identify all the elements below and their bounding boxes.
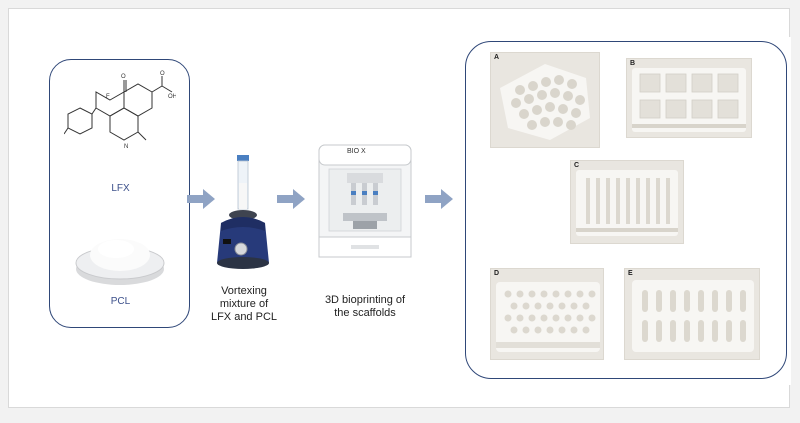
vortex-caption: Vortexing mixture of LFX and PCL [189, 285, 299, 324]
svg-text:F: F [106, 94, 110, 100]
slots-scaffold-icon [576, 170, 678, 236]
svg-text:OH: OH [168, 94, 176, 100]
arrow-icon [277, 189, 305, 209]
scaffold-letter: E [628, 270, 633, 277]
printer-caption: 3D bioprinting of the scaffolds [303, 294, 427, 320]
materials-panel: O O OH F N LFX PCL [49, 59, 190, 328]
scaffold-letter: C [574, 162, 580, 169]
lfx-molecule-icon: O O OH F N [64, 71, 176, 150]
arrow-icon [187, 189, 215, 209]
wells-scaffold-icon [632, 68, 746, 132]
scaffold-letter: D [494, 270, 500, 277]
svg-text:O: O [121, 74, 126, 80]
vortex-caption-line: mixture of [219, 298, 269, 310]
scaffold-photo-b: B [626, 58, 752, 138]
scaffold-letter: B [630, 60, 636, 67]
printer-caption-line: the scaffolds [334, 307, 396, 319]
scaffold-photo-e: E [624, 268, 760, 360]
printer-caption-line: 3D bioprinting of [324, 294, 406, 306]
printer-brand-label: BIO X [347, 148, 366, 155]
svg-text:O: O [160, 71, 165, 77]
vortex-mixer-icon [217, 155, 269, 269]
oblong-scaffold-icon [632, 280, 754, 352]
scaffold-letter: A [494, 54, 500, 61]
svg-text:N: N [124, 144, 128, 150]
vortex-caption-line: Vortexing [221, 285, 267, 297]
bioprinter-icon [318, 144, 412, 258]
pcl-label: PCL [110, 296, 131, 307]
scaffold-photo-c: C [570, 160, 684, 244]
figure-frame: O O OH F N LFX PCL [8, 8, 791, 408]
scaffold-photo-a: A [490, 52, 600, 148]
vortex-caption-line: LFX and PCL [210, 311, 278, 323]
arrow-icon [425, 189, 453, 209]
honeycomb-scaffold-icon [500, 64, 590, 140]
scaffolds-panel: A B [465, 41, 787, 379]
lfx-label: LFX [111, 183, 130, 194]
figure: O O OH F N LFX PCL [39, 37, 791, 385]
perforated-scaffold-icon [496, 282, 600, 352]
scaffold-photo-d: D [490, 268, 604, 360]
pcl-powder-icon [75, 239, 165, 285]
